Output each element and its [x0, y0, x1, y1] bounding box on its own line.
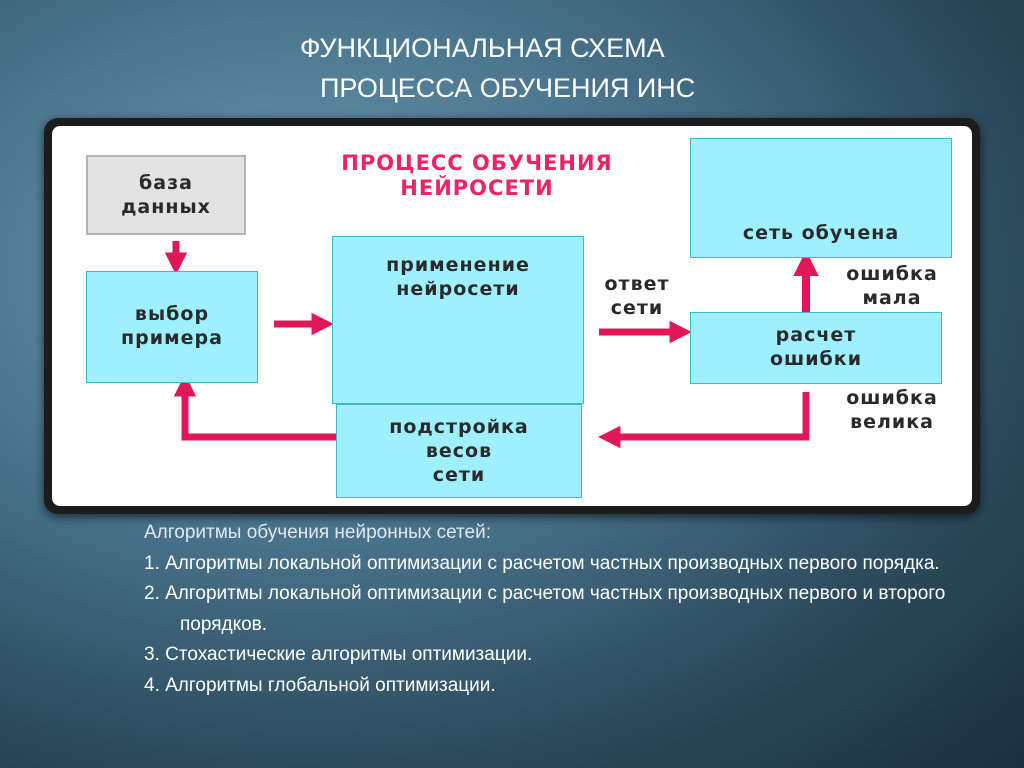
apply-network-line-1: применение	[386, 254, 530, 276]
network-answer-line-2: сети	[610, 297, 664, 319]
error-small-line-2: мала	[862, 287, 922, 309]
database-label-line-1: база	[139, 172, 193, 194]
error-large-line-1: ошибка	[846, 387, 938, 409]
arrow-error-to-adjust	[598, 392, 810, 449]
adjust-weights-box: подстройка весов сети	[336, 404, 582, 498]
error-large-line-2: велика	[850, 411, 934, 433]
error-small-line-1: ошибка	[846, 263, 938, 285]
slide-title-line-1: ФУНКЦИОНАЛЬНАЯ СХЕМА	[300, 33, 665, 63]
list-item: 1. Алгоритмы локальной оптимизации с рас…	[144, 552, 940, 574]
network-trained-box: сеть обучена	[690, 138, 952, 258]
database-label-line-2: данных	[121, 196, 211, 218]
network-trained-label: сеть обучена	[742, 222, 900, 244]
compute-error-line-1: расчет	[775, 324, 857, 346]
slide-title-line-2: ПРОЦЕССА ОБУЧЕНИЯ ИНС	[320, 73, 696, 103]
network-answer-line-1: ответ	[604, 273, 670, 295]
list-item: 2. Алгоритмы локальной оптимизации с рас…	[144, 583, 946, 635]
error-large-label: ошибка велика	[822, 386, 962, 434]
compute-error-box: расчет ошибки	[690, 312, 942, 384]
select-example-line-1: выбор	[134, 303, 210, 325]
diagram-title-line-1: ПРОЦЕСС ОБУЧЕНИЯ	[341, 151, 613, 175]
list-intro: Алгоритмы обучения нейронных сетей:	[144, 522, 492, 543]
list-item: 3. Стохастические алгоритмы оптимизации.	[144, 644, 533, 665]
slide-title: ФУНКЦИОНАЛЬНАЯ СХЕМА ПРОЦЕССА ОБУЧЕНИЯ И…	[300, 28, 860, 108]
database-box: база данных	[86, 155, 246, 235]
diagram-panel: ПРОЦЕСС ОБУЧЕНИЯ НЕЙРОСЕТИ база данных в…	[44, 118, 980, 514]
error-small-label: ошибка мала	[822, 262, 962, 310]
diagram-title-line-2: НЕЙРОСЕТИ	[400, 176, 554, 200]
select-example-box: выбор примера	[86, 271, 258, 383]
apply-network-box: применение нейросети	[332, 236, 584, 404]
diagram-canvas: ПРОЦЕСС ОБУЧЕНИЯ НЕЙРОСЕТИ база данных в…	[52, 126, 972, 506]
apply-network-line-2: нейросети	[396, 278, 520, 300]
adjust-weights-line-3: сети	[432, 464, 486, 486]
adjust-weights-line-2: весов	[425, 440, 493, 462]
select-example-line-2: примера	[121, 327, 223, 349]
compute-error-line-2: ошибки	[769, 348, 863, 370]
network-answer-label: ответ сети	[592, 272, 682, 320]
adjust-weights-line-1: подстройка	[389, 416, 529, 438]
list-item: 4. Алгоритмы глобальной оптимизации.	[144, 674, 496, 696]
arrow-adjust-to-select	[173, 374, 337, 441]
algorithms-list: Алгоритмы обучения нейронных сетей: 1. А…	[144, 518, 964, 701]
diagram-title: ПРОЦЕСС ОБУЧЕНИЯ НЕЙРОСЕТИ	[277, 151, 677, 201]
